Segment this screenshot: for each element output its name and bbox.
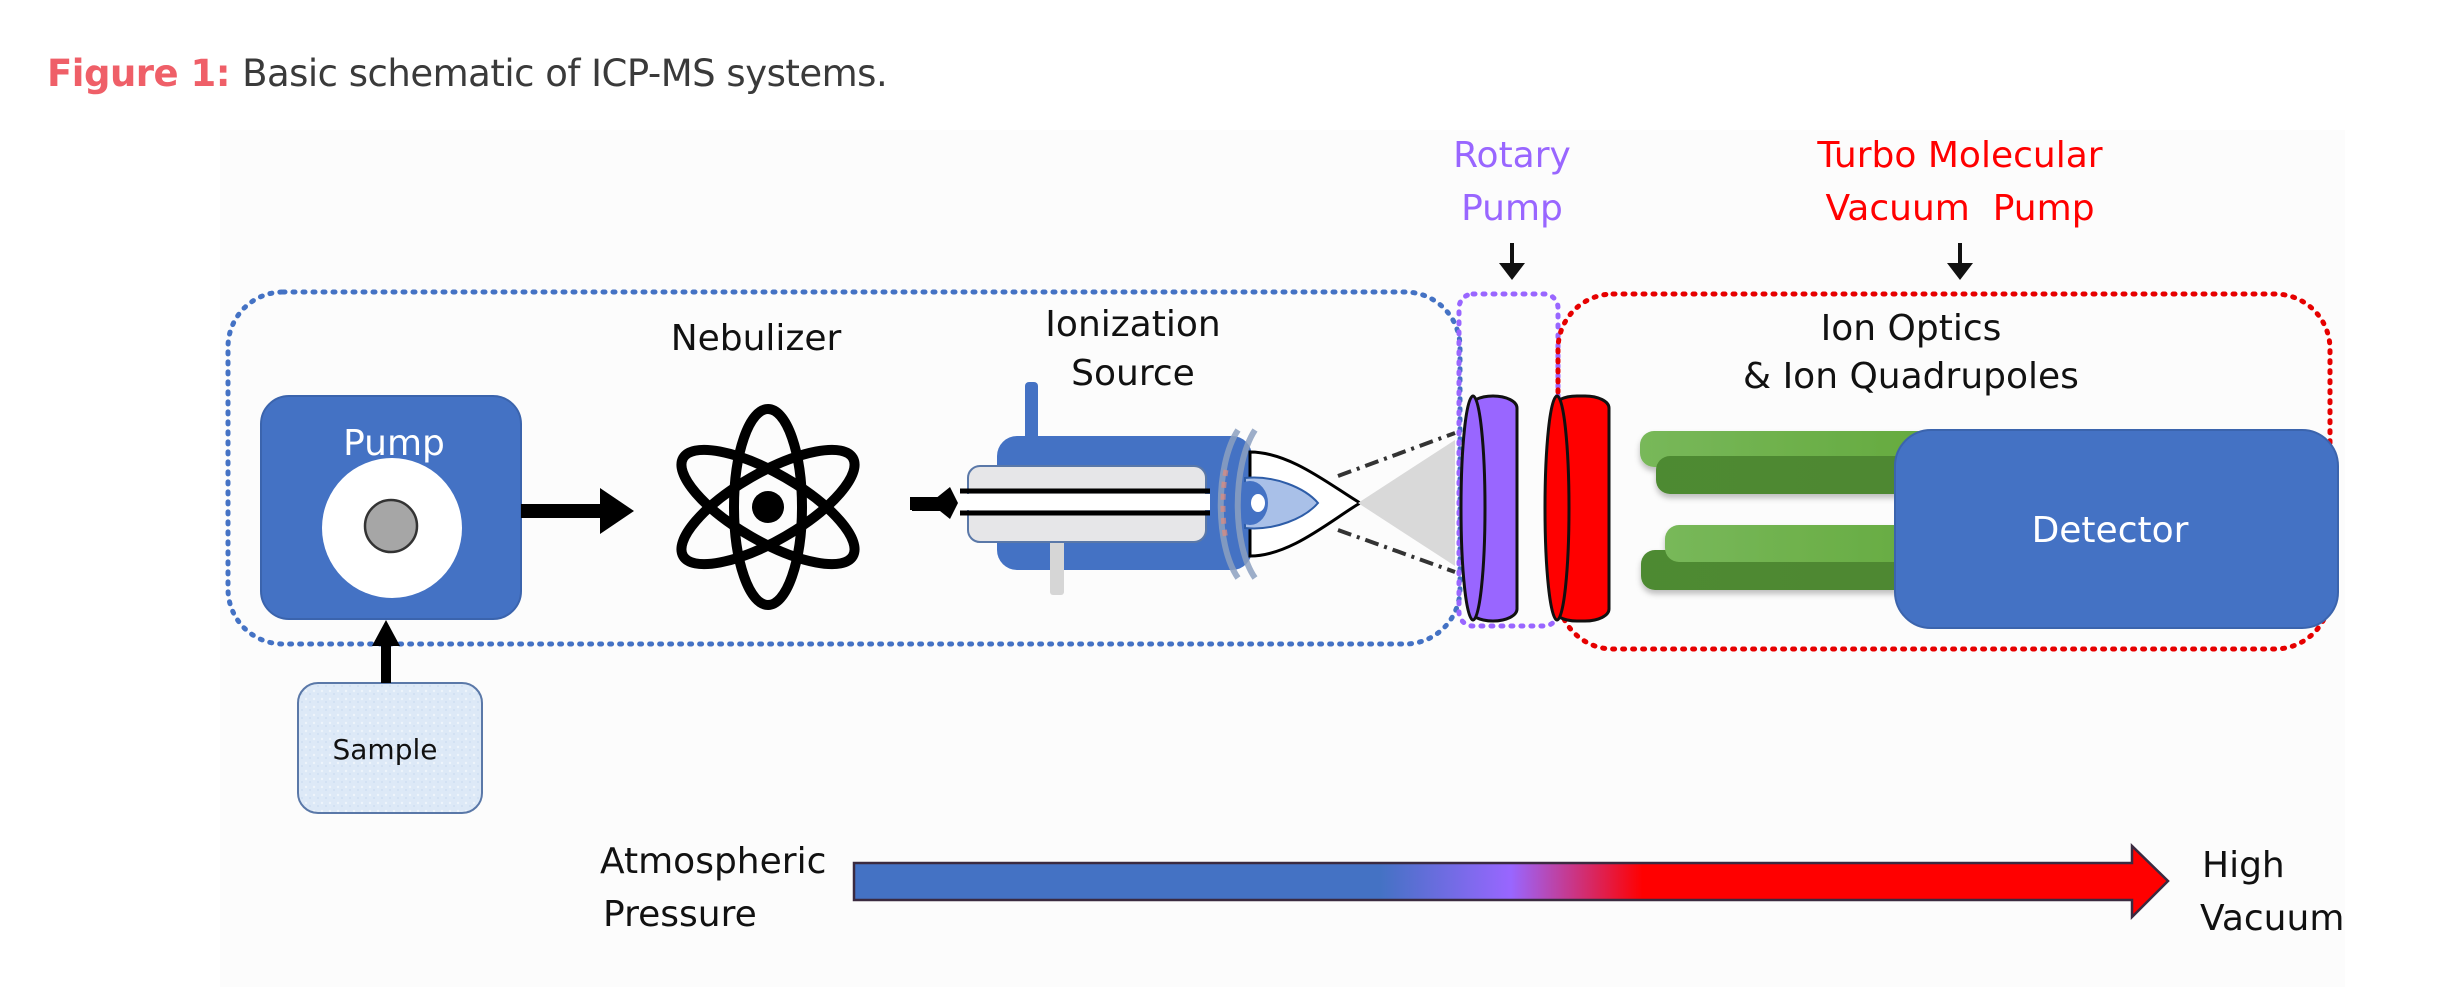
- pressure-start-label-line2: Pressure: [603, 894, 757, 935]
- turbo-pump-label-line2: Vacuum Pump: [1825, 188, 2094, 229]
- skimmer-cone-red: [1543, 394, 1611, 623]
- ionization-source-label-line1: Ionization: [1045, 304, 1220, 345]
- flow-arrow-sample-to-pump-icon: [372, 620, 400, 683]
- turbo-pump-arrow-icon: [1947, 243, 1973, 280]
- rotary-pump-label: Rotary Pump: [1453, 135, 1571, 229]
- ion-beam-cone: [1358, 440, 1455, 566]
- rotary-region-box: [1456, 291, 1561, 629]
- rotary-pump-arrow-icon: [1499, 243, 1525, 280]
- detector-component: Detector: [1894, 429, 2339, 629]
- pump-label: Pump: [343, 423, 445, 464]
- pump-hub-icon: [363, 498, 419, 554]
- pump-component: Pump: [260, 395, 522, 620]
- turbo-pump-label-line1: Turbo Molecular: [1816, 135, 2102, 176]
- pressure-end-label-line1: High: [2202, 845, 2285, 886]
- sampler-cone-purple: [1459, 394, 1519, 623]
- ion-optics-label-line2: & Ion Quadrupoles: [1743, 356, 2079, 397]
- plasma-torch-icon: [910, 382, 1363, 595]
- ionization-source-label-line2: Source: [1071, 353, 1195, 394]
- figure-description: Basic schematic of ICP-MS systems.: [242, 52, 888, 95]
- flow-arrow-pump-to-nebulizer-icon: [521, 488, 634, 534]
- turbo-pump-label: Turbo Molecular Vacuum Pump: [1816, 135, 2102, 229]
- sample-label: Sample: [333, 733, 438, 766]
- figure-caption: Figure 1: Basic schematic of ICP-MS syste…: [47, 52, 888, 95]
- nebulizer-atom-icon: [676, 404, 860, 610]
- ion-beam-edge-top: [1337, 431, 1456, 478]
- ion-beam-edge-bottom: [1337, 528, 1456, 574]
- detector-label: Detector: [2032, 510, 2189, 551]
- pressure-end-label-line2: Vacuum: [2200, 898, 2344, 939]
- pressure-start-label-line1: Atmospheric: [600, 841, 826, 882]
- figure-label: Figure 1:: [47, 52, 231, 95]
- rotary-pump-label-line1: Rotary: [1453, 135, 1571, 176]
- nebulizer-label: Nebulizer: [671, 318, 842, 359]
- pressure-gradient-arrow: [852, 843, 2170, 921]
- atmospheric-region-box: [225, 289, 1463, 647]
- sample-component: Sample: [297, 682, 483, 814]
- ion-optics-label-line1: Ion Optics: [1821, 308, 2002, 349]
- rotary-pump-label-line2: Pump: [1461, 188, 1563, 229]
